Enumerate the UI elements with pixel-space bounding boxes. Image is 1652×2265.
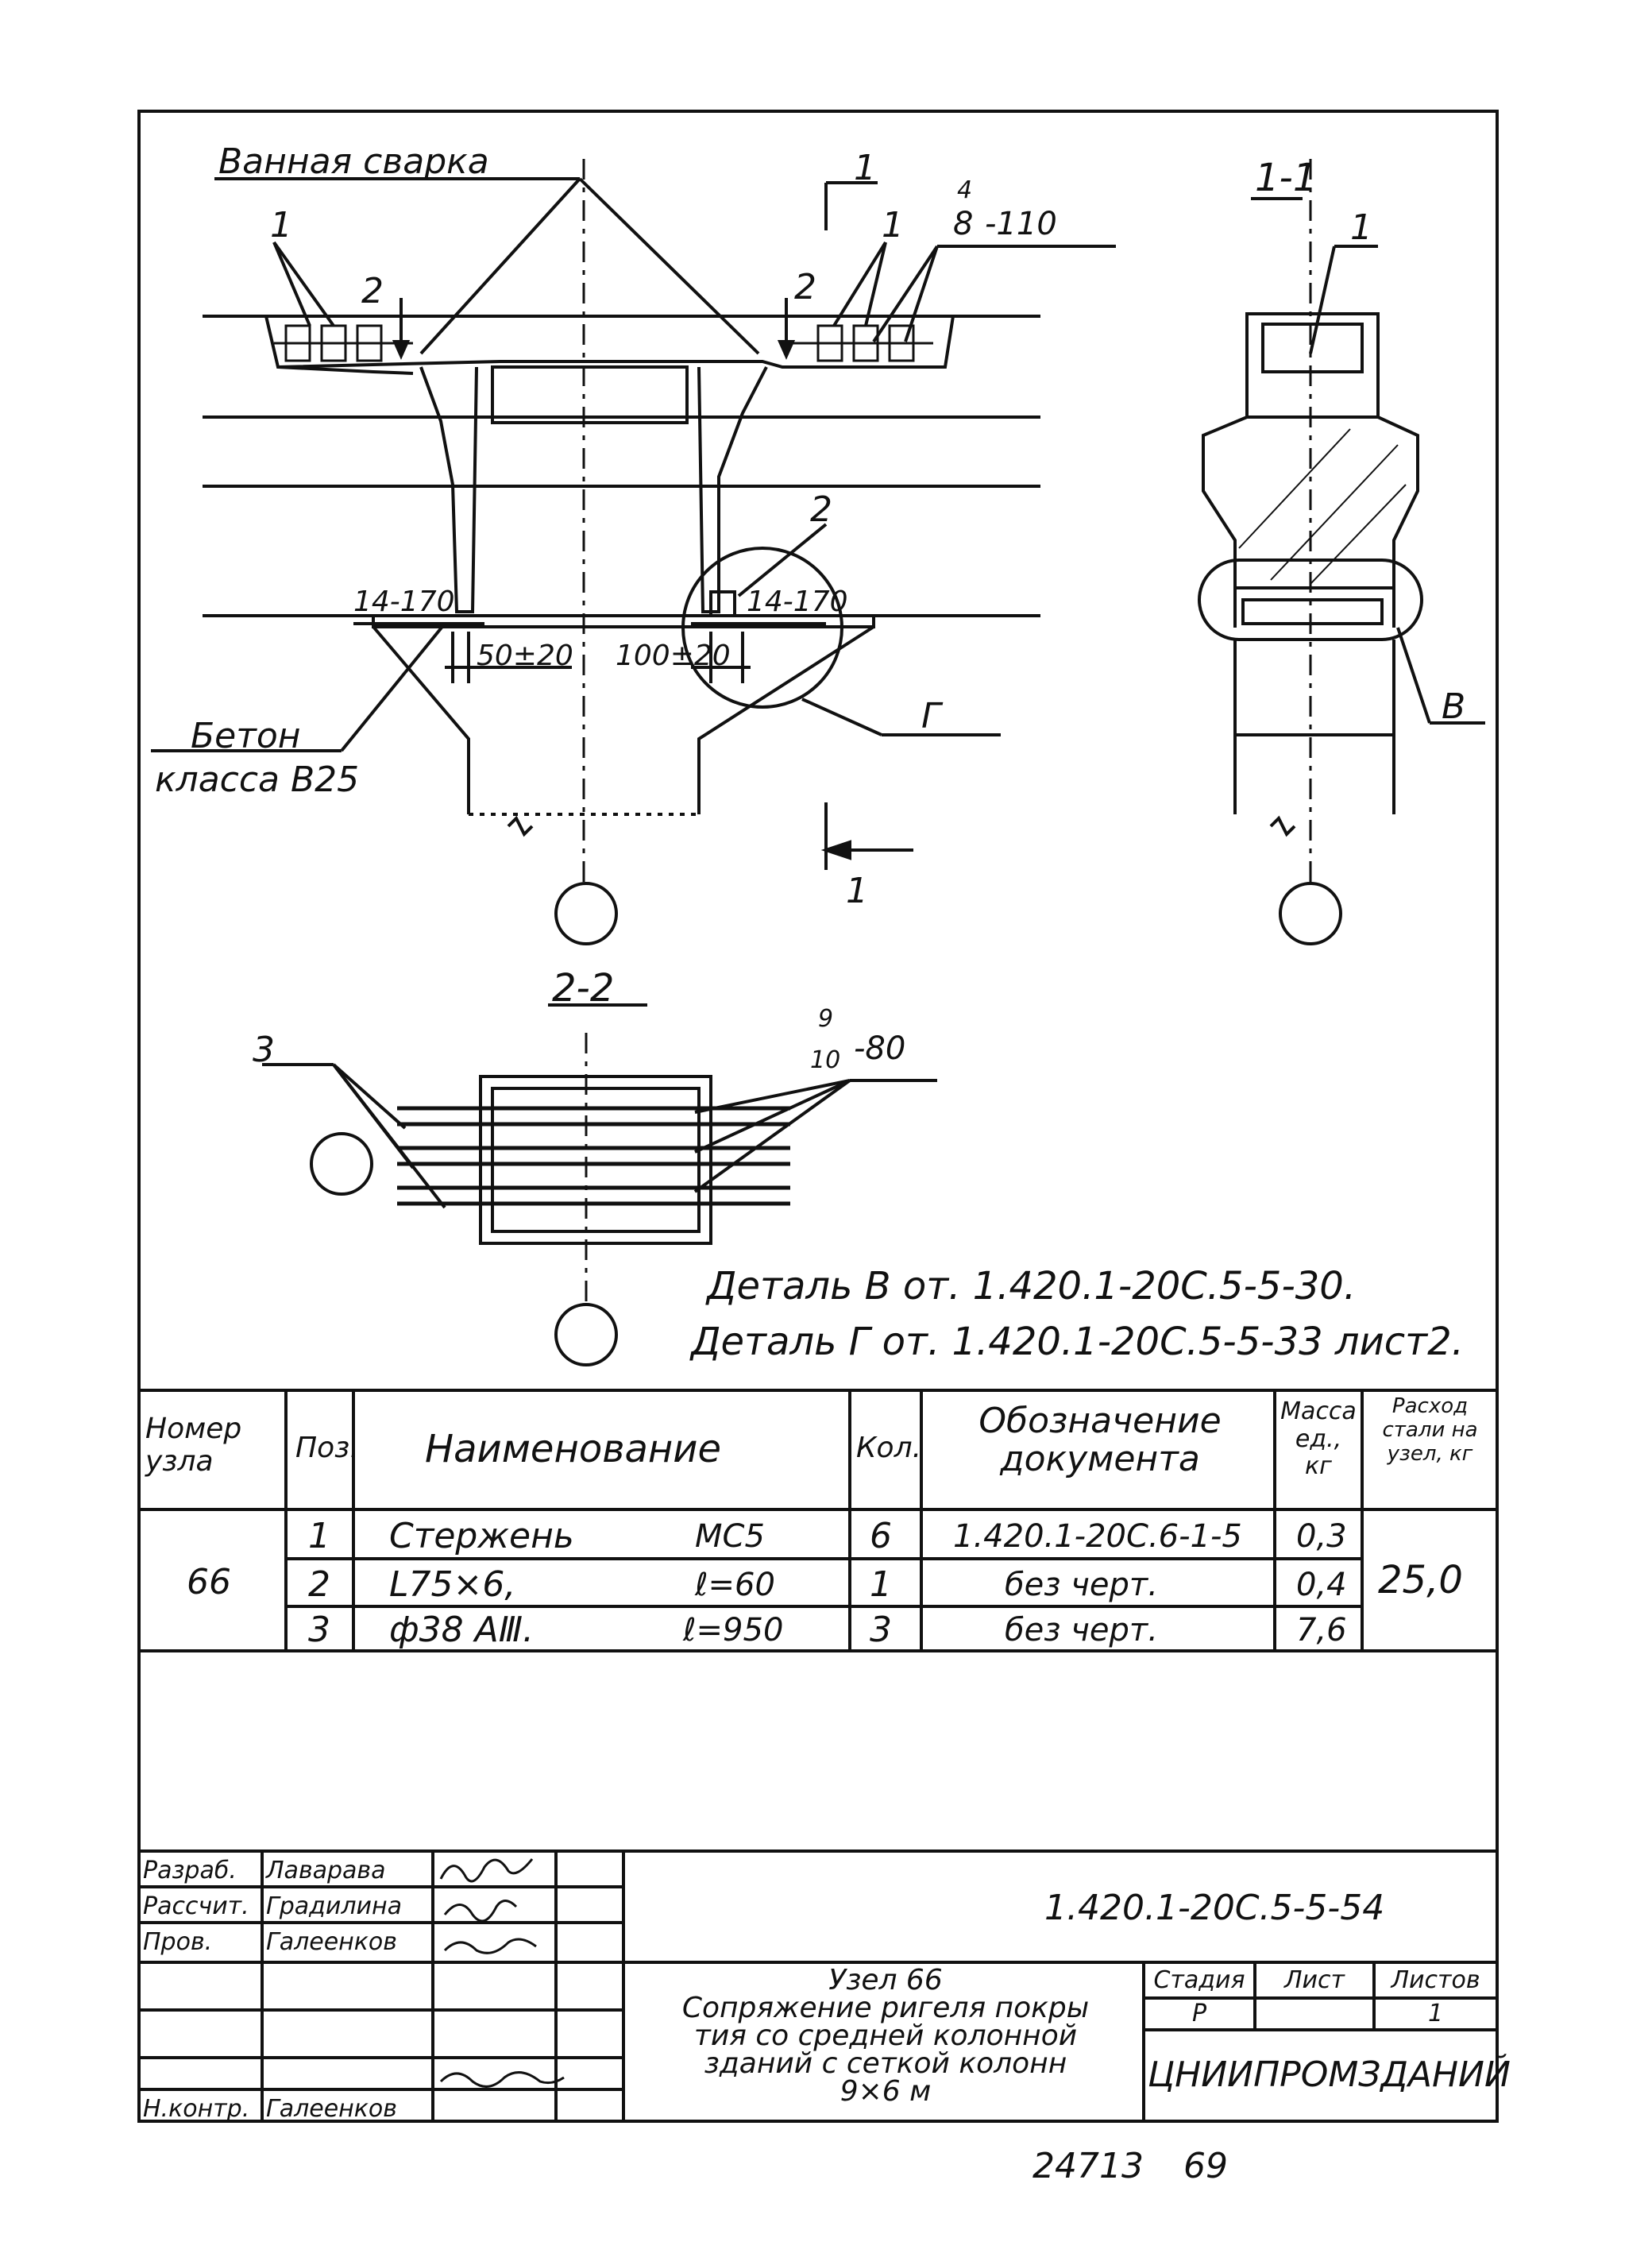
pos-1-left: 1 <box>270 205 292 245</box>
section-1-1-title: 1-1 <box>1255 156 1318 200</box>
name-checker: Галеенков <box>266 1928 397 1956</box>
organization-name: ЦНИИПРОМЗДАНИЙ <box>1148 2054 1511 2095</box>
title-line-5: 9×6 м <box>840 2075 932 2108</box>
title-line-4: зданий с сеткой колонн <box>704 2047 1067 2080</box>
th-steel-per-node: Расход стали на узел, кг <box>1382 1394 1478 1466</box>
pos-1-section: 1 <box>1350 207 1372 248</box>
steel-total: 25,0 <box>1378 1558 1463 1602</box>
th-pos: Поз. <box>295 1432 359 1464</box>
role-calculator: Рассчит. <box>143 1892 249 1920</box>
sheets-value: 1 <box>1427 2000 1444 2027</box>
pos-1-right: 1 <box>882 205 904 245</box>
row-qty: 6 <box>870 1516 892 1556</box>
archive-code: 24713 <box>1032 2146 1144 2186</box>
pos-2-bottom: 2 <box>810 489 832 530</box>
sheet-frame <box>137 110 1499 2123</box>
callout-4-num: 4 <box>957 176 973 204</box>
title-line-3: тия со средней колонной <box>693 2020 1078 2052</box>
stage-value: Р <box>1191 2000 1207 2027</box>
th-node-number: Номер узла <box>145 1413 242 1478</box>
pos-2-left: 2 <box>361 271 384 311</box>
role-norm-control: Н.контр. <box>143 2095 250 2123</box>
section-1-marker-bottom: 1 <box>846 871 868 911</box>
archive-page: 69 <box>1183 2146 1228 2186</box>
callout-9-num: 9 <box>818 1005 834 1033</box>
row-doc: 1.420.1-20С.6-1-5 <box>953 1518 1242 1555</box>
th-name: Наименование <box>425 1427 722 1471</box>
row-mark: МС5 <box>695 1518 765 1555</box>
concrete-class-label: класса В25 <box>155 760 360 800</box>
row-pos: 2 <box>308 1564 330 1605</box>
name-calculator: Градилина <box>266 1892 403 1920</box>
document-code: 1.420.1-20С.5-5-54 <box>1044 1888 1385 1928</box>
pos-3-label: 3 <box>253 1030 275 1070</box>
row-name: ф38 АⅢ. <box>389 1610 535 1650</box>
row-qty: 3 <box>870 1610 892 1650</box>
row-pos: 3 <box>308 1610 330 1650</box>
stage-label: Стадия <box>1153 1966 1245 1994</box>
row-mass: 7,6 <box>1296 1612 1347 1649</box>
title-line-1: Узел 66 <box>828 1964 943 1996</box>
section-2-2-title: 2-2 <box>552 966 615 1011</box>
callout-9-dim: -80 <box>854 1030 906 1067</box>
row-name: L75×6, <box>389 1564 516 1605</box>
pos-2-right: 2 <box>794 267 816 307</box>
node-number: 66 <box>187 1562 231 1602</box>
role-checker: Пров. <box>143 1928 213 1956</box>
name-developer: Лаварава <box>266 1857 386 1884</box>
name-norm-control: Галеенков <box>266 2095 397 2123</box>
detail-v-label: В <box>1442 686 1466 727</box>
detail-g-circle <box>681 547 843 709</box>
axis-circle-left <box>554 882 618 945</box>
dim-100-20: 100±20 <box>616 640 731 672</box>
row-doc: без черт. <box>1005 1612 1158 1649</box>
callout-9-den: 10 <box>810 1046 841 1074</box>
role-developer: Разраб. <box>143 1857 237 1884</box>
signatures <box>439 1858 565 2088</box>
th-qty: Кол. <box>856 1432 922 1464</box>
row-qty: 1 <box>870 1564 892 1605</box>
axis-circle-2-2 <box>310 1132 373 1196</box>
th-designation: Обозначение документа <box>978 1401 1222 1480</box>
row-doc: без черт. <box>1005 1567 1158 1603</box>
sheet-label: Лист <box>1283 1966 1345 1994</box>
sheets-label: Листов <box>1391 1966 1480 1994</box>
row-name: Стержень <box>389 1516 574 1556</box>
detail-g-label: Г <box>921 696 941 736</box>
row-mark: ℓ=950 <box>683 1612 784 1649</box>
th-mass-unit: Масса ед., кг <box>1280 1397 1357 1480</box>
title-line-2: Сопряжение ригеля покры <box>681 1992 1090 2024</box>
section-1-marker-top: 1 <box>854 148 876 188</box>
row-mark: ℓ=60 <box>695 1567 775 1603</box>
callout-4-den: 8 <box>953 206 974 242</box>
callout-4-dim: -110 <box>985 206 1057 242</box>
row-mass: 0,4 <box>1296 1567 1347 1603</box>
dim-50-20: 50±20 <box>477 640 573 672</box>
axis-circle-right <box>1279 882 1342 945</box>
row-pos: 1 <box>308 1516 330 1556</box>
row-mass: 0,3 <box>1296 1518 1347 1555</box>
bath-weld-label: Ванная сварка <box>218 141 489 182</box>
weld-14-170-right: 14-170 <box>747 586 848 618</box>
axis-circle-2-2-bottom <box>554 1303 618 1366</box>
concrete-label: Бетон <box>191 716 301 756</box>
note-detail-v: Деталь В от. 1.420.1-20С.5-5-30. <box>707 1264 1357 1308</box>
note-detail-g: Деталь Г от. 1.420.1-20С.5-5-33 лист2. <box>691 1320 1464 1364</box>
weld-14-170-left: 14-170 <box>353 586 455 618</box>
